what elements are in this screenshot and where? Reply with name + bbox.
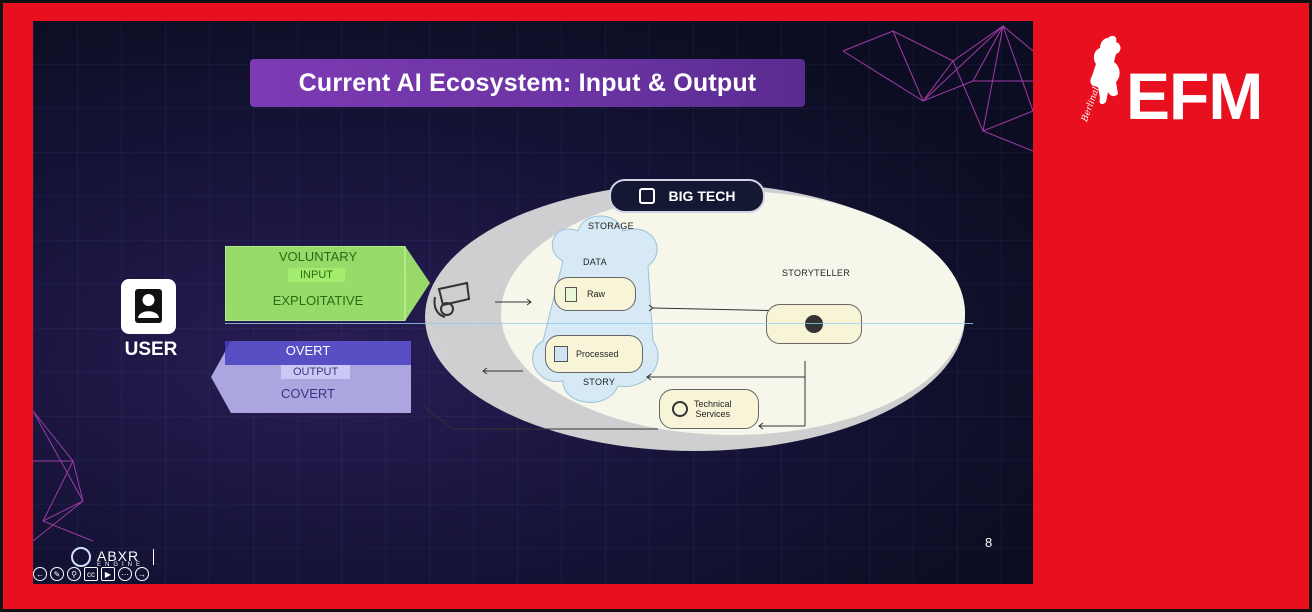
storage-label: STORAGE bbox=[588, 221, 634, 231]
services-label: Services bbox=[695, 409, 731, 419]
processed-label: Processed bbox=[576, 349, 619, 359]
output-overt-label: OVERT bbox=[285, 343, 331, 358]
chip-icon bbox=[638, 188, 655, 204]
abxr-logo-icon bbox=[71, 547, 91, 567]
berlinale-bear-logo: Berlinale bbox=[1080, 35, 1121, 124]
bigtech-tab: BIG TECH bbox=[609, 179, 765, 213]
efm-logo-text: EFM bbox=[1126, 59, 1263, 133]
network-graphic-top-right bbox=[842, 24, 1033, 152]
database-icon bbox=[554, 346, 568, 362]
storyteller-label: STORYTELLER bbox=[782, 268, 850, 278]
abxr-name: ABXR bbox=[97, 548, 140, 564]
captions-icon[interactable]: cc bbox=[84, 567, 98, 581]
input-arrow bbox=[225, 246, 430, 321]
input-exploitative-label: EXPLOITATIVE bbox=[272, 293, 364, 308]
presentation-slide: Current AI Ecosystem: Input & Output USE… bbox=[33, 21, 1033, 584]
horizontal-axis-line bbox=[225, 323, 973, 324]
presentation-controls: ← ✎ ⚲ cc ▶ ⋯ → bbox=[33, 567, 149, 581]
technical-label: Technical bbox=[694, 399, 732, 409]
user-label: USER bbox=[124, 339, 178, 360]
slide-page-number: 8 bbox=[985, 535, 993, 550]
document-icon bbox=[565, 286, 577, 302]
story-label: STORY bbox=[583, 377, 616, 387]
raw-label: Raw bbox=[587, 289, 606, 299]
pen-icon[interactable]: ✎ bbox=[50, 567, 64, 581]
abxr-sub: ENGINE bbox=[97, 562, 145, 568]
input-label: INPUT bbox=[288, 268, 345, 282]
storyteller-node bbox=[766, 304, 862, 344]
next-icon[interactable]: → bbox=[135, 567, 149, 581]
output-covert-label: COVERT bbox=[281, 386, 335, 401]
bigtech-label: BIG TECH bbox=[668, 188, 736, 204]
user-icon bbox=[121, 279, 176, 334]
raw-node: Raw bbox=[554, 277, 636, 311]
data-label: DATA bbox=[583, 257, 607, 267]
zoom-icon[interactable]: ⚲ bbox=[67, 567, 81, 581]
network-graphic-bottom-left bbox=[33, 410, 94, 542]
bigtech-diagram bbox=[422, 183, 965, 451]
robot-icon bbox=[805, 315, 823, 333]
slide-title: Current AI Ecosystem: Input & Output bbox=[250, 59, 805, 107]
output-label: OUTPUT bbox=[281, 365, 351, 379]
input-voluntary-label: VOLUNTARY bbox=[278, 249, 358, 264]
brand-divider bbox=[153, 549, 155, 565]
api-gear-icon bbox=[672, 401, 688, 417]
abxr-brand: ABXR ENGINE bbox=[71, 547, 155, 568]
more-icon[interactable]: ⋯ bbox=[118, 567, 132, 581]
back-icon[interactable]: ← bbox=[33, 567, 47, 581]
processed-node: Processed bbox=[545, 335, 643, 373]
video-icon[interactable]: ▶ bbox=[101, 567, 115, 581]
technical-services-node: Technical Services bbox=[659, 389, 759, 429]
